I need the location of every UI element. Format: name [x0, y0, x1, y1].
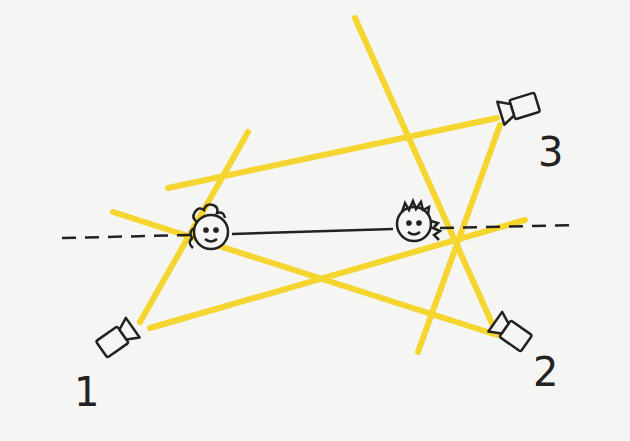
person-figure — [397, 201, 440, 241]
camera-icons — [95, 91, 541, 360]
sight-lines — [113, 18, 525, 352]
callout-number: 2 — [533, 352, 558, 392]
callout-number: 3 — [538, 132, 563, 172]
person-figure — [190, 205, 228, 249]
axis-line — [62, 225, 578, 238]
callout-number: 1 — [74, 372, 99, 412]
